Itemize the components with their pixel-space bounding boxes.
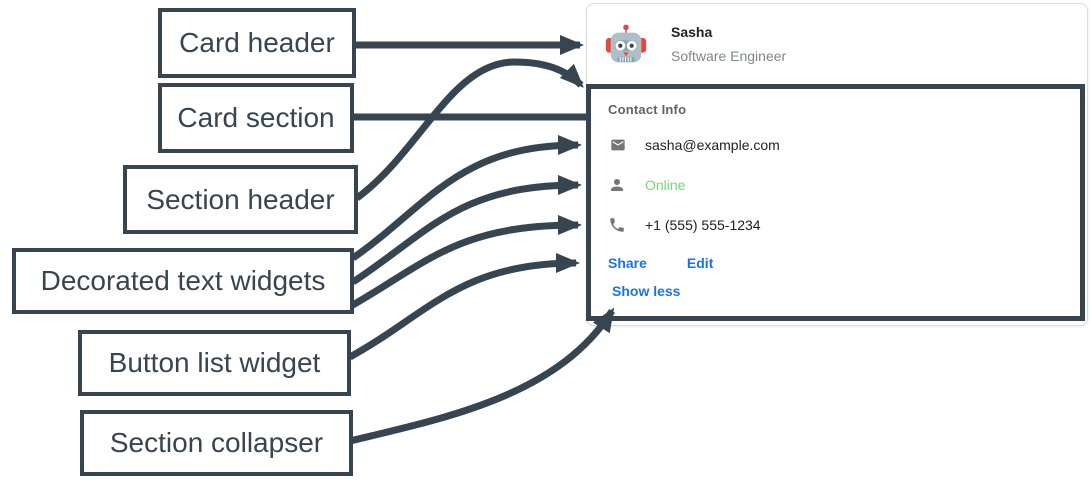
card: Sasha Software Engineer	[586, 3, 1088, 326]
robot-avatar-icon	[605, 24, 647, 63]
show-less-button[interactable]: Show less	[612, 283, 681, 299]
decorated-text-arrow-phone	[349, 215, 582, 310]
label-section-collapser: Section collapser	[80, 410, 353, 476]
phone-text: +1 (555) 555-1234	[645, 217, 761, 233]
decorated-text-phone: +1 (555) 555-1234	[608, 215, 1080, 235]
decorated-text-arrow-status	[351, 175, 582, 285]
decorated-text-status: Online	[608, 175, 1080, 195]
label-decorated-text-widgets: Decorated text widgets	[12, 248, 354, 314]
card-header-text: Sasha Software Engineer	[671, 22, 786, 66]
card-section: Contact Info sasha@example.com Online +1…	[586, 84, 1085, 321]
card-subtitle: Software Engineer	[671, 48, 787, 64]
phone-icon	[608, 215, 628, 235]
label-card-section: Card section	[158, 83, 354, 153]
button-list: Share Edit	[608, 253, 1080, 273]
card-header: Sasha Software Engineer	[587, 4, 1087, 66]
status-text: Online	[645, 177, 686, 193]
decorated-text-arrow-email	[351, 135, 582, 261]
button-list-arrow	[348, 253, 580, 361]
share-button[interactable]: Share	[608, 255, 647, 271]
label-card-header: Card header	[158, 8, 356, 78]
email-text: sasha@example.com	[645, 137, 780, 153]
section-collapser-arrow	[349, 307, 615, 445]
section-header: Contact Info	[608, 102, 687, 117]
decorated-text-email: sasha@example.com	[608, 135, 1080, 155]
edit-button[interactable]: Edit	[686, 255, 714, 271]
card-title: Sasha	[671, 24, 713, 40]
section-collapser: Show less	[608, 281, 1080, 301]
label-section-header: Section header	[123, 165, 358, 234]
email-icon	[608, 135, 628, 155]
section-header-arrow	[354, 58, 584, 201]
label-button-list-widget: Button list widget	[78, 330, 351, 396]
person-icon	[608, 175, 628, 195]
